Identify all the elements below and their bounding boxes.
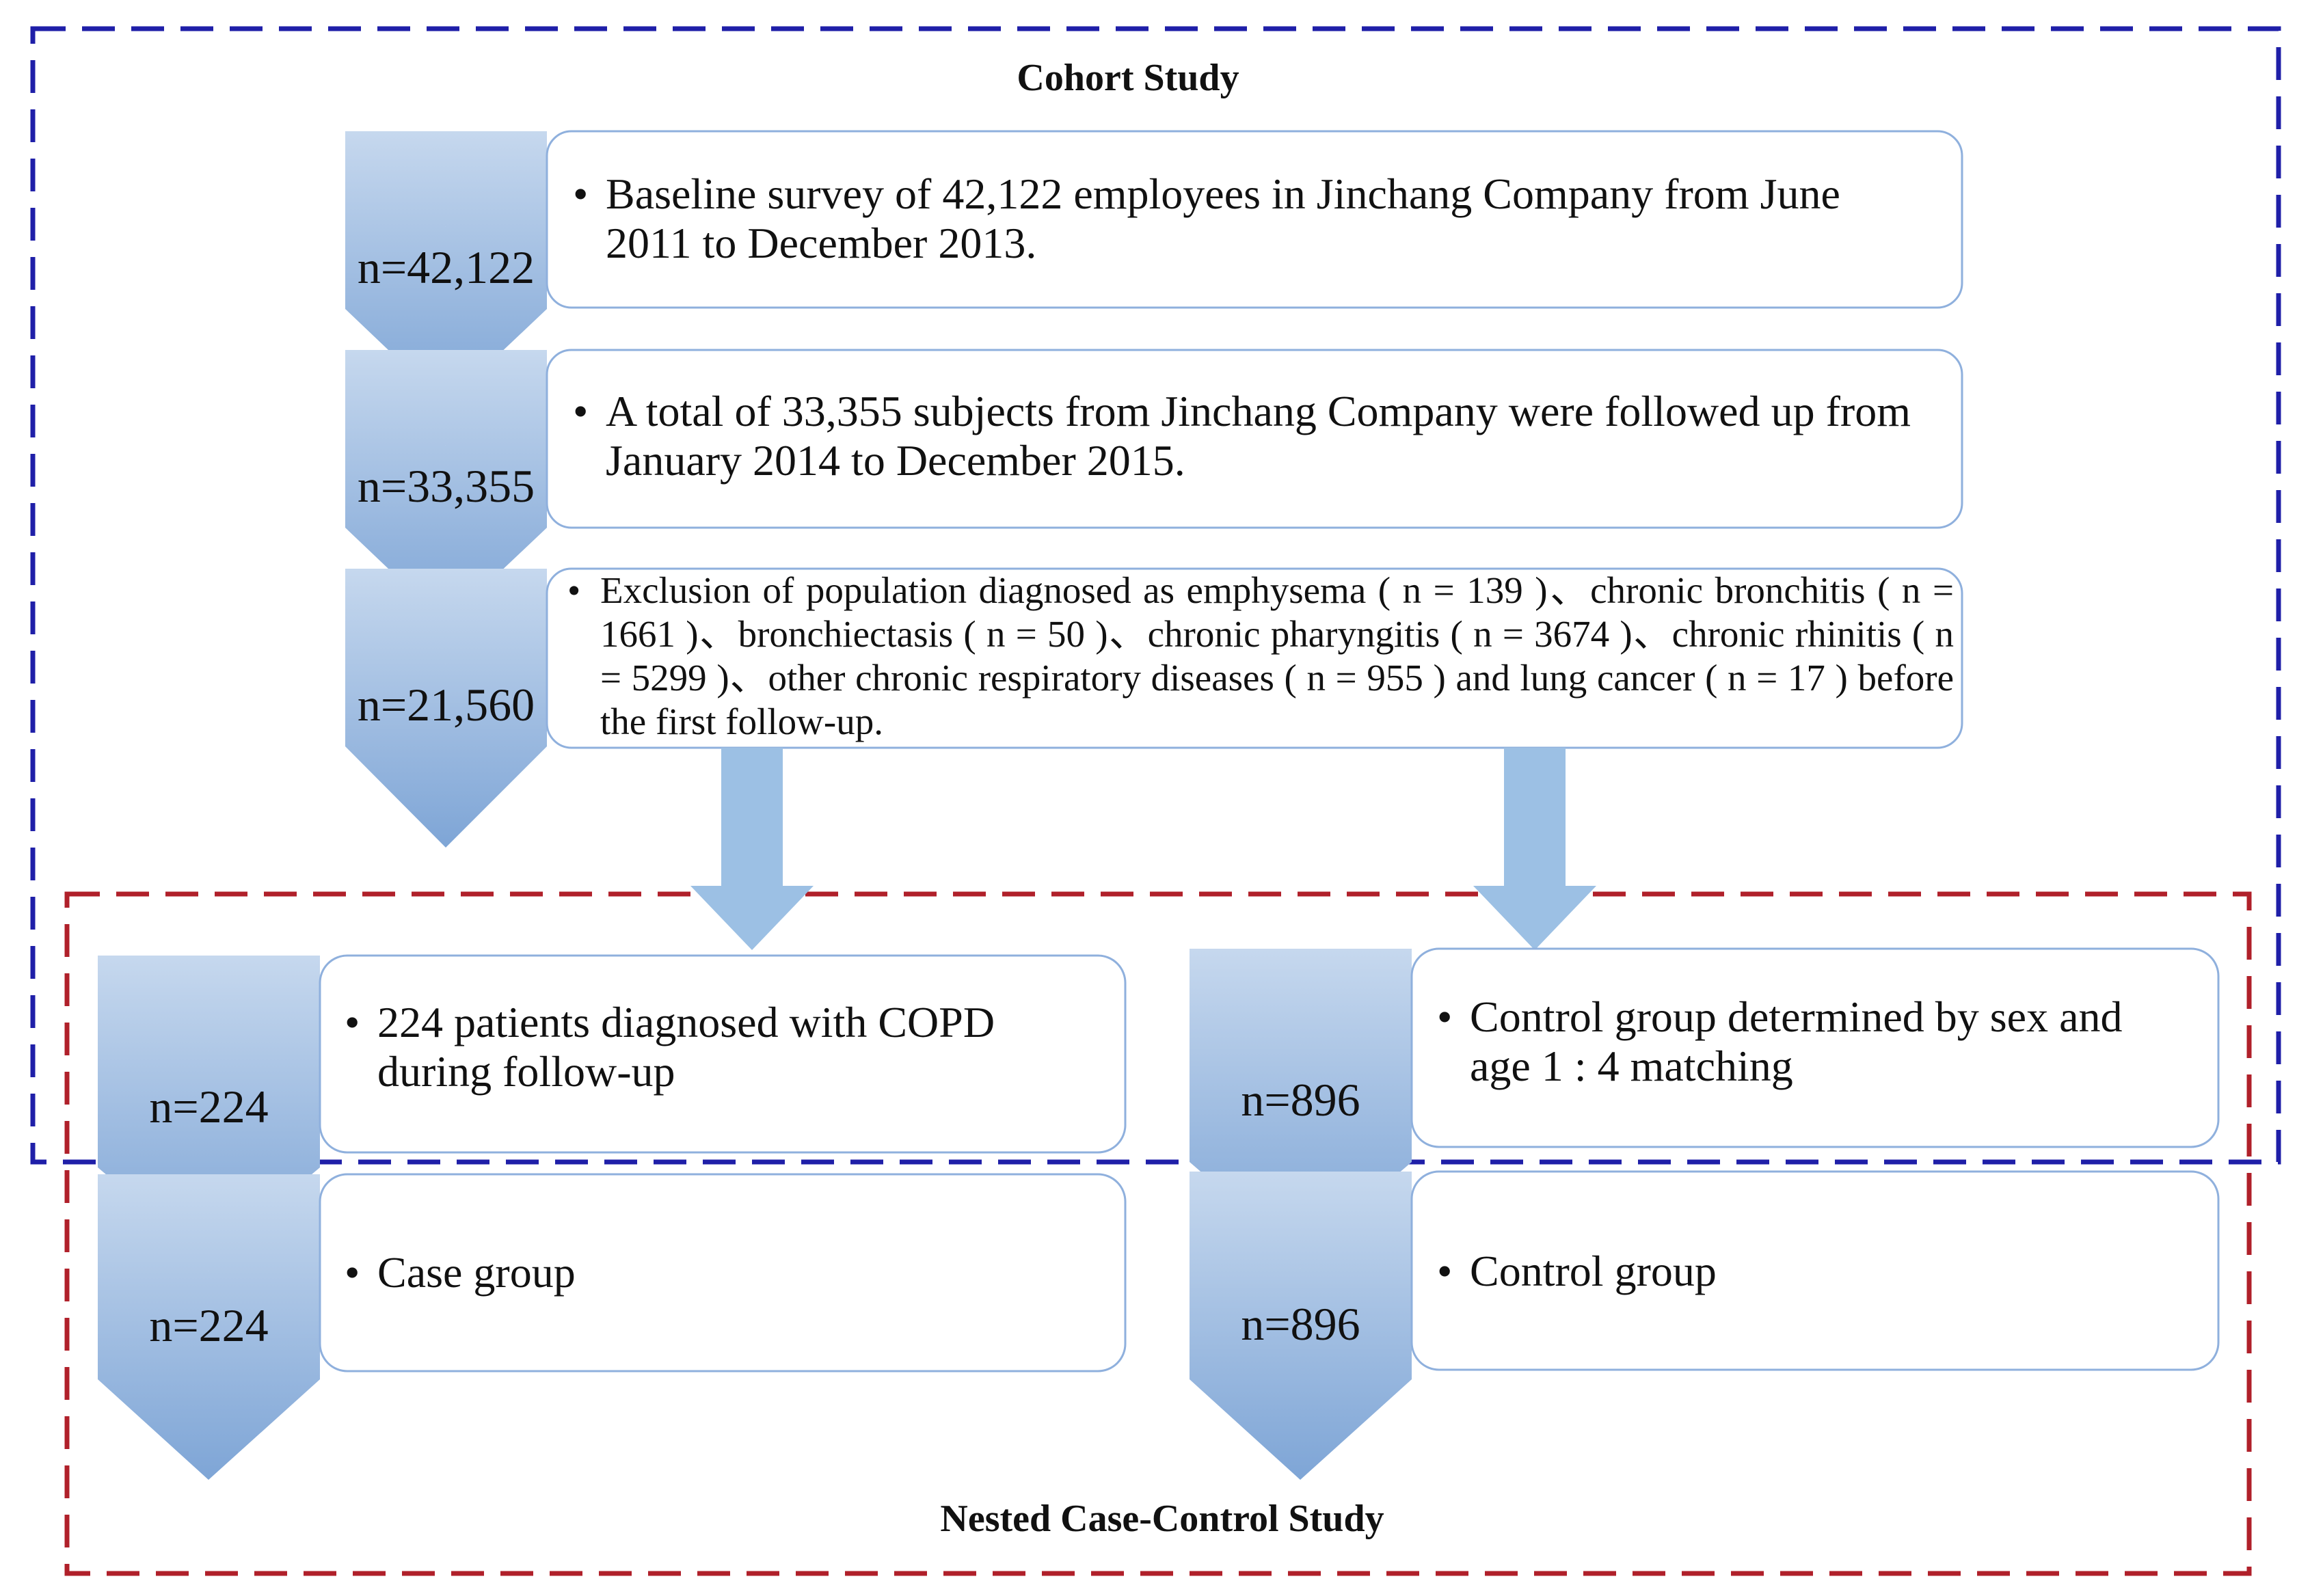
bullet: • (573, 170, 589, 218)
case-1-description: 224 patients diagnosed with COPD during … (377, 998, 995, 1096)
step-1-n-label: n=42,122 (357, 241, 535, 293)
case-1-n-label: n=224 (149, 1081, 269, 1133)
case-1-box (319, 954, 1127, 1154)
arrow-to-control-branch (1473, 748, 1596, 950)
step-1-description: Baseline survey of 42,122 employees in J… (606, 170, 1840, 267)
case-2-description: Case group (377, 1248, 576, 1297)
control-2-description: Control group (1470, 1247, 1717, 1295)
step-3-description: Exclusion of population diagnosed as emp… (600, 569, 1954, 742)
bullet: • (1437, 992, 1453, 1041)
step-1-text: • Baseline survey of 42,122 employees in … (573, 170, 1926, 268)
step-2-text: • A total of 33,355 subjects from Jinchan… (573, 387, 1926, 485)
control-1-description: Control group determined by sex and age … (1470, 992, 2123, 1090)
nested-case-control-title: Nested Case-Control Study (940, 1498, 1384, 1540)
control-1-text: • Control group determined by sex and age… (1437, 992, 2189, 1091)
nested-case-control-frame (64, 891, 2252, 1576)
cohort-study-frame (30, 26, 2281, 1165)
case-2-text: • Case group (345, 1248, 1097, 1297)
control-1-box (1410, 947, 2220, 1148)
chevron-control-2 (1190, 1172, 1412, 1480)
arrow-to-case-branch (690, 748, 814, 950)
step-2-box (546, 349, 1963, 529)
control-1-n-label: n=896 (1241, 1074, 1360, 1126)
cohort-study-title: Cohort Study (1017, 57, 1239, 99)
step-2-description: A total of 33,355 subjects from Jinchang… (606, 387, 1911, 485)
step-1-box (546, 130, 1963, 309)
chevron-step-2 (345, 350, 547, 623)
case-2-n-label: n=224 (149, 1299, 269, 1351)
control-2-text: • Control group (1437, 1247, 2189, 1296)
chevron-step-1 (345, 131, 547, 405)
bullet: • (567, 569, 581, 611)
case-1-text: • 224 patients diagnosed with COPD during… (345, 998, 1097, 1096)
case-2-box (319, 1173, 1127, 1372)
bullet: • (345, 998, 360, 1046)
control-2-box (1410, 1170, 2220, 1371)
chevron-step-3 (345, 569, 547, 848)
chevron-case-2 (98, 1174, 320, 1480)
step-2-n-label: n=33,355 (357, 460, 535, 512)
step-3-box (546, 567, 1963, 749)
bullet: • (573, 387, 589, 435)
bullet: • (345, 1248, 360, 1297)
step-3-n-label: n=21,560 (357, 679, 535, 731)
control-2-n-label: n=896 (1241, 1298, 1360, 1350)
bullet: • (1437, 1247, 1453, 1295)
step-3-text: • Exclusion of population diagnosed as em… (567, 569, 1954, 744)
